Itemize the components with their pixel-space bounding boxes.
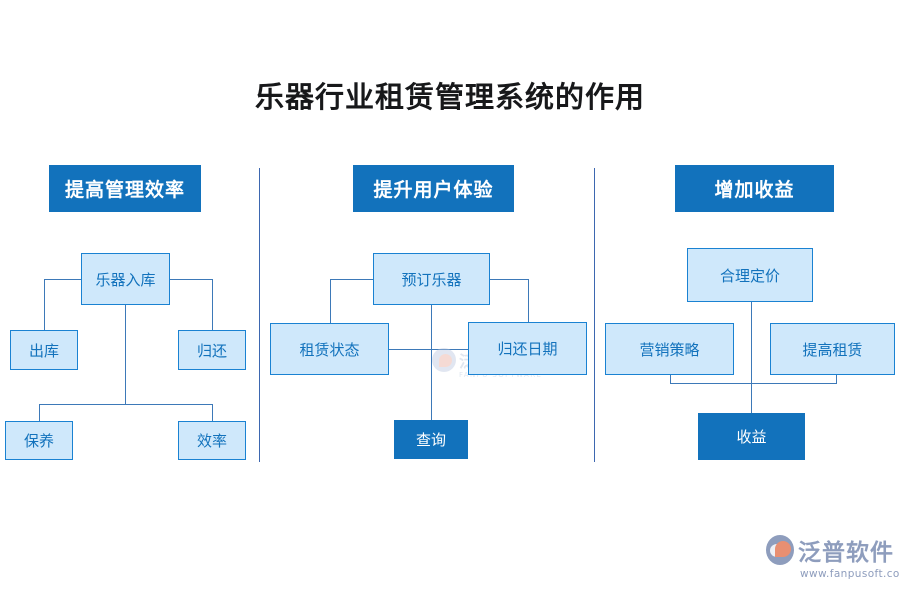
node-increase-rental[interactable]: 提高租赁	[770, 323, 895, 375]
node-marketing-strategy[interactable]: 营销策略	[605, 323, 734, 375]
node-revenue[interactable]: 收益	[698, 413, 805, 460]
connector-c1-top-left-h	[44, 279, 81, 280]
section-header-3: 增加收益	[675, 165, 834, 212]
section-header-1: 提高管理效率	[49, 165, 201, 212]
node-return[interactable]: 归还	[178, 330, 246, 370]
brand-logo-url: www.fanpusoft.com	[800, 568, 900, 580]
connector-c3-bottom-left-v	[670, 375, 671, 384]
fanpu-brand-icon	[766, 535, 794, 565]
connector-c1-top-right-h	[170, 279, 212, 280]
connector-c1-bottom-h	[39, 404, 213, 405]
connector-c3-center-v	[751, 302, 752, 413]
brand-logo-row: 泛普软件	[766, 533, 894, 567]
connector-c1-bottom-right-v	[212, 404, 213, 421]
connector-c2-mid-h	[389, 349, 468, 350]
column-divider-1	[259, 168, 260, 462]
node-reasonable-pricing[interactable]: 合理定价	[687, 248, 813, 302]
node-query[interactable]: 查询	[394, 420, 468, 459]
connector-c1-left-v	[44, 279, 45, 330]
brand-logo: 泛普软件 www.fanpusoft.com	[766, 533, 900, 583]
connector-c2-top-right-h	[490, 279, 528, 280]
node-maintenance[interactable]: 保养	[5, 421, 73, 460]
connector-c1-right-v	[212, 279, 213, 330]
node-rental-status[interactable]: 租赁状态	[270, 323, 389, 375]
connector-c1-bottom-left-v	[39, 404, 40, 421]
section-header-2: 提升用户体验	[353, 165, 514, 212]
node-instrument-inbound[interactable]: 乐器入库	[81, 253, 170, 305]
connector-c1-center-v	[125, 305, 126, 404]
brand-logo-text: 泛普软件	[798, 540, 894, 566]
connector-c2-left-v	[330, 279, 331, 323]
node-reserve-instrument[interactable]: 预订乐器	[373, 253, 490, 305]
fanpu-logo-icon	[432, 348, 456, 372]
node-efficiency[interactable]: 效率	[178, 421, 246, 460]
node-outbound[interactable]: 出库	[10, 330, 78, 370]
connector-c2-right-v	[528, 279, 529, 323]
connector-c2-center-v	[431, 305, 432, 420]
connector-c3-bottom-h	[670, 383, 836, 384]
connector-c2-top-left-h	[330, 279, 373, 280]
column-divider-2	[594, 168, 595, 462]
connector-c3-bottom-right-v	[836, 375, 837, 384]
node-return-date[interactable]: 归还日期	[468, 322, 587, 375]
page-title: 乐器行业租赁管理系统的作用	[254, 80, 645, 114]
